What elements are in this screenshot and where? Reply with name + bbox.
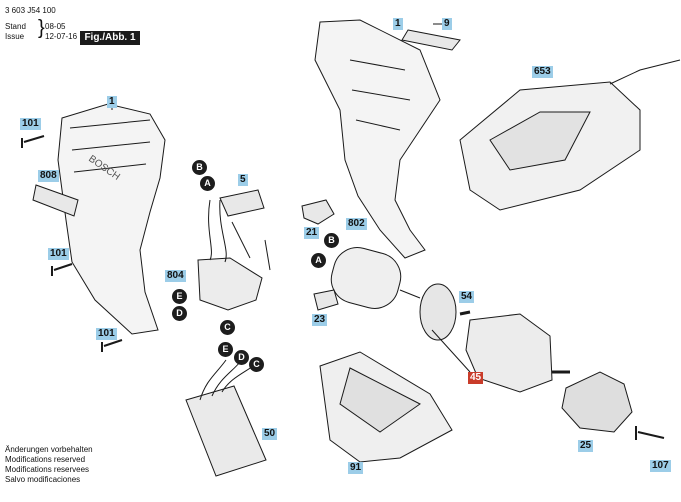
housing-right	[314, 19, 441, 259]
switch-804	[197, 257, 263, 311]
note-en: Modifications reserved	[5, 455, 86, 464]
gearbox-45	[465, 313, 553, 393]
part-label-802: 802	[346, 218, 367, 230]
part-5	[219, 189, 265, 217]
connector-d-switch: D	[172, 306, 187, 321]
part-23	[313, 289, 339, 311]
part-label-50: 50	[262, 428, 278, 440]
part-label-101-c: 101	[96, 328, 117, 340]
chuck-25	[561, 371, 633, 433]
motor-802	[330, 247, 402, 309]
pcb-50	[185, 385, 267, 477]
connector-c-switch: C	[220, 320, 235, 335]
part-label-808: 808	[38, 170, 59, 182]
gear-plate	[419, 283, 457, 341]
issue-value: 12-07-16	[45, 32, 78, 41]
label-film-808	[32, 184, 79, 217]
connector-d-pcb: D	[234, 350, 249, 365]
part-label-23: 23	[312, 314, 328, 326]
part-21	[301, 199, 335, 225]
connector-b-motor: B	[324, 233, 339, 248]
part-label-101-b: 101	[48, 248, 69, 260]
part-label-25: 25	[578, 440, 594, 452]
stand-value: 08-05	[45, 22, 66, 31]
note-fr: Modifications reservees	[5, 465, 90, 474]
note-es: Salvo modificaciones	[5, 475, 81, 484]
connector-a-motor: A	[311, 253, 326, 268]
part-number: 3 603 J54 100	[5, 6, 56, 15]
housing-left	[57, 103, 166, 335]
connector-a-upper: A	[200, 176, 215, 191]
part-label-1-right: 1	[393, 18, 403, 30]
part-label-653: 653	[532, 66, 553, 78]
part-label-101-a: 101	[20, 118, 41, 130]
part-label-1-left: 1	[107, 96, 117, 108]
connector-b-upper: B	[192, 160, 207, 175]
stand-label: Stand	[5, 22, 26, 31]
figure-badge: Fig./Abb. 1	[80, 31, 140, 45]
connector-e-pcb: E	[218, 342, 233, 357]
connector-c-pcb: C	[249, 357, 264, 372]
part-label-45-highlight: 45	[468, 372, 484, 384]
bracket-glyph: }	[38, 17, 45, 39]
part-label-5: 5	[238, 174, 248, 186]
label-strip-9	[401, 29, 461, 51]
part-label-107: 107	[650, 460, 671, 472]
part-label-21: 21	[304, 227, 320, 239]
issue-label: Issue	[5, 32, 25, 41]
note-de: Änderungen vorbehalten	[5, 445, 93, 454]
connector-e-switch: E	[172, 289, 187, 304]
part-label-91: 91	[348, 462, 364, 474]
modification-notes: Änderungen vorbehalten Modifications res…	[5, 445, 93, 485]
part-label-54: 54	[459, 291, 475, 303]
part-label-9: 9	[442, 18, 452, 30]
part-label-804: 804	[165, 270, 186, 282]
